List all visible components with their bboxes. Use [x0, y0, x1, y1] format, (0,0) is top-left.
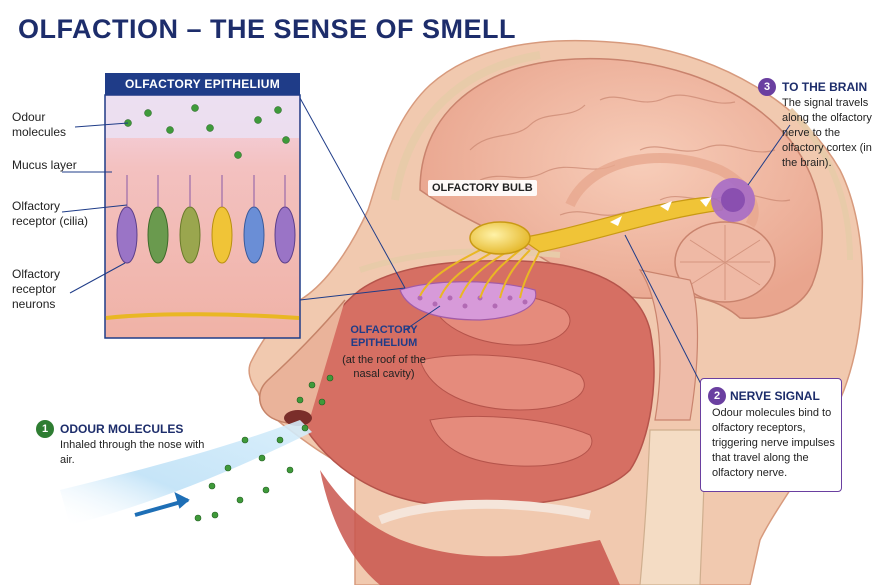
- label-olfactory-receptor: Olfactory receptor (cilia): [12, 199, 89, 228]
- step-2-badge: 2: [708, 387, 726, 405]
- step-1-text: Inhaled through the nose with air.: [60, 439, 205, 466]
- olfactory-bulb-label: OLFACTORY BULB: [428, 180, 537, 196]
- label-odour-molecules: Odour molecules: [12, 110, 67, 139]
- label-mucus-layer: Mucus layer: [12, 158, 77, 172]
- step-1-title: ODOUR MOLECULES: [60, 422, 184, 436]
- step-1-badge: 1: [36, 420, 54, 438]
- air-stream: [60, 420, 312, 525]
- step-3-badge: 3: [758, 78, 776, 96]
- label-receptor-neurons: Olfactory receptor neurons: [12, 267, 61, 311]
- spine: [639, 429, 706, 585]
- olfactory-bulb: [469, 221, 531, 255]
- odour-molecules: [194, 374, 334, 522]
- page-title: OLFACTION – THE SENSE OF SMELL: [18, 14, 517, 44]
- inset-header: OLFACTORY EPITHELIUM: [105, 73, 300, 95]
- brain-folds: [469, 94, 791, 216]
- step-2-text: Odour molecules bind to olfactory recept…: [712, 407, 835, 479]
- step-3-text: The signal travels along the olfactory n…: [782, 97, 872, 169]
- step-2-title: NERVE SIGNAL: [730, 389, 820, 403]
- signal-arrows: [610, 197, 712, 226]
- step-3-title: TO THE BRAIN: [782, 80, 868, 94]
- epithelium-sublabel: (at the roof of the nasal cavity): [342, 354, 426, 380]
- receptor-cells: [116, 206, 296, 264]
- epithelium-label: OLFACTORY EPITHELIUM: [350, 324, 418, 349]
- brainstem: [638, 269, 699, 421]
